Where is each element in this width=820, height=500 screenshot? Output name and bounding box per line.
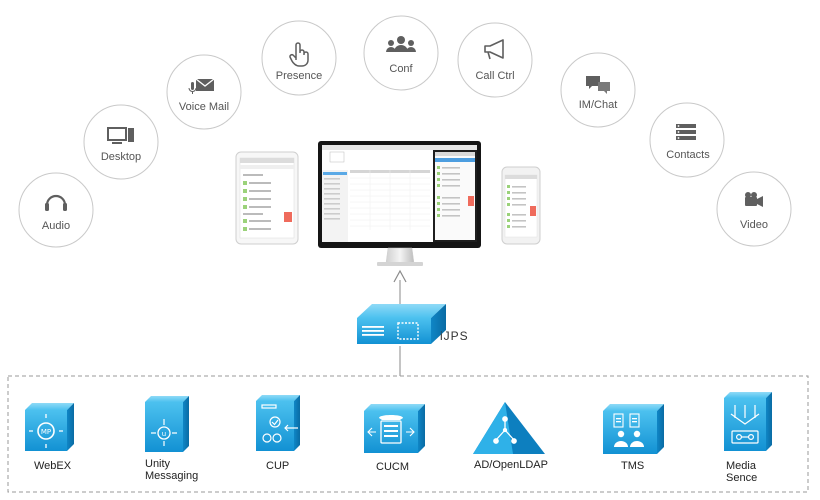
unity-messaging-icon: u xyxy=(151,419,177,446)
service-conf: Conf xyxy=(363,15,439,91)
service-label: Desktop xyxy=(101,151,141,163)
cup-icon xyxy=(261,404,298,443)
service-voice-mail: Voice Mail xyxy=(166,54,242,130)
directory-triangle-icon xyxy=(493,416,517,444)
service-label: Voice Mail xyxy=(179,101,229,113)
phone-device xyxy=(501,166,541,245)
label-line: Unity xyxy=(145,458,171,470)
server-label: iJPS xyxy=(440,329,469,343)
service-presence: Presence xyxy=(261,20,337,96)
megaphone-icon xyxy=(484,39,504,60)
backend-tms: TMS xyxy=(603,404,664,472)
hand-pointer-icon xyxy=(289,42,309,67)
voicemail-icon xyxy=(188,78,215,94)
svg-text:u: u xyxy=(162,430,166,438)
service-label: Call Ctrl xyxy=(475,70,514,82)
headphones-icon xyxy=(45,194,67,211)
monitor-icon xyxy=(107,127,134,144)
backend-label: TMS xyxy=(621,460,644,472)
service-im-chat: IM/Chat xyxy=(560,52,636,128)
backend-cup: CUP xyxy=(256,395,300,472)
label-line: Media xyxy=(726,460,757,472)
webex-icon: MP xyxy=(29,414,63,448)
backend-group-box xyxy=(7,375,809,493)
monitor-device xyxy=(318,141,481,266)
service-contacts: Contacts xyxy=(649,102,725,178)
service-label: Presence xyxy=(276,70,322,82)
svg-text:MP: MP xyxy=(41,428,51,436)
ijps-server: iJPS xyxy=(357,304,469,344)
service-label: Audio xyxy=(42,220,70,232)
connector-to-monitor xyxy=(393,269,407,376)
service-desktop: Desktop xyxy=(83,104,159,180)
service-label: Conf xyxy=(389,63,413,75)
service-label: IM/Chat xyxy=(579,99,618,111)
service-audio: Audio xyxy=(18,172,94,248)
backend-label: AD/OpenLDAP xyxy=(474,459,548,471)
service-label: Video xyxy=(740,219,768,231)
label-line: Messaging xyxy=(145,470,198,482)
service-video: Video xyxy=(716,171,792,247)
tms-icon xyxy=(613,413,644,447)
service-call-ctrl: Call Ctrl xyxy=(457,22,533,98)
contacts-list-icon xyxy=(676,124,696,140)
cucm-phone-icon xyxy=(367,415,415,444)
backend-ad-openldap: AD/OpenLDAP xyxy=(473,402,548,471)
chat-bubbles-icon xyxy=(586,76,610,94)
video-camera-icon xyxy=(745,192,763,207)
backend-label: WebEX xyxy=(34,460,72,472)
label-line: Sence xyxy=(726,472,757,484)
backend-webex: MP WebEX xyxy=(25,403,74,472)
tablet-device xyxy=(235,151,299,245)
backend-label: CUP xyxy=(266,460,289,472)
backend-label: CUCM xyxy=(376,461,409,473)
backend-cucm: CUCM xyxy=(364,404,425,473)
group-icon xyxy=(386,36,416,52)
service-label: Contacts xyxy=(666,149,710,161)
media-sense-icon xyxy=(730,405,760,444)
